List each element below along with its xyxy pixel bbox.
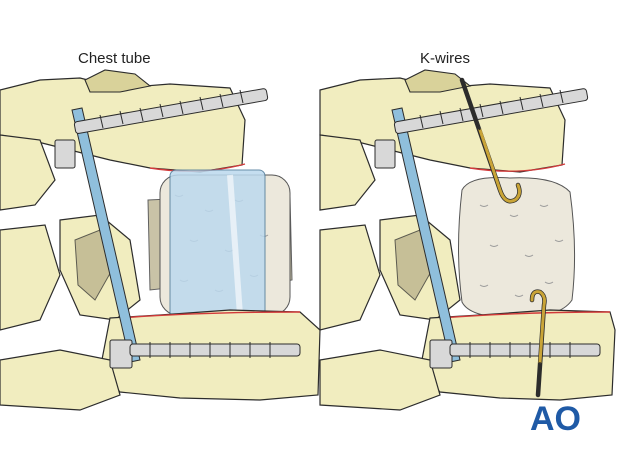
upper-screw-right (374, 88, 589, 169)
rod-left (71, 107, 141, 363)
lower-screw-left (109, 339, 301, 369)
chest-tube (169, 169, 266, 321)
panel-chest-tube (0, 69, 321, 411)
upper-posterior (0, 134, 56, 211)
upper-screw-left (54, 88, 269, 169)
k-wire-lower (529, 289, 547, 398)
k-wire-upper (459, 77, 522, 204)
lower-screw-right (429, 339, 601, 369)
panel-k-wires (319, 69, 616, 411)
ao-logo: AO (530, 400, 581, 438)
caption-chest-tube: Chest tube (78, 50, 151, 67)
rod-right (391, 107, 461, 363)
caption-k-wires: K-wires (420, 50, 471, 67)
